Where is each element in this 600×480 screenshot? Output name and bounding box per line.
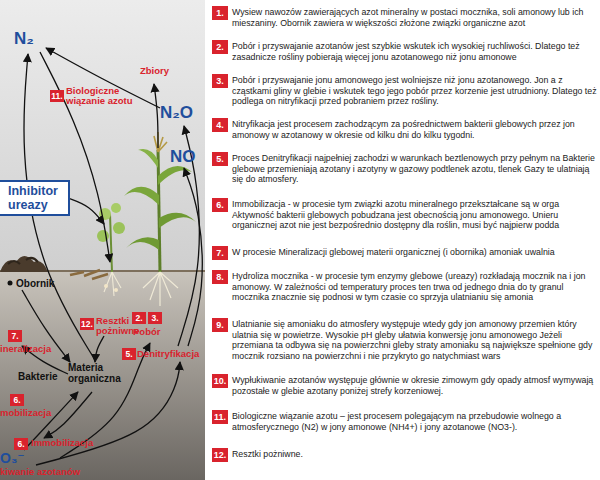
plant-stem xyxy=(158,150,160,272)
list-text: Ulatnianie się amoniaku do atmosfery wys… xyxy=(232,319,598,361)
list-number: 11. xyxy=(212,410,228,424)
process-label: Immobilizacja xyxy=(31,438,93,448)
process-label: Pobór xyxy=(133,327,160,337)
callout-number: 6. xyxy=(14,438,28,450)
list-number: 1. xyxy=(212,6,228,20)
list-text: Nitryfikacja jest procesem zachodzącym z… xyxy=(232,119,598,140)
plant-stem xyxy=(110,214,112,272)
process-label: mobilizacja xyxy=(0,408,51,418)
list-number: 6. xyxy=(212,198,228,212)
process-arrow xyxy=(40,52,110,262)
plant-leaf xyxy=(124,187,159,205)
box-text: Inhibitor ureazy xyxy=(8,184,64,212)
list-number: 8. xyxy=(212,270,228,284)
plant-roots xyxy=(143,272,178,306)
process-label: Zbiory xyxy=(140,66,169,76)
process-label: Denitryfikacja xyxy=(137,349,199,359)
process-arrow xyxy=(95,336,104,362)
process-arrow xyxy=(184,168,202,346)
process-arrow xyxy=(154,84,158,148)
list-text: Proces Denitryfikacji najpełniej zachodz… xyxy=(232,153,598,185)
list-number: 9. xyxy=(212,318,228,332)
list-text: Pobór i przyswajanie azotanów jest szybk… xyxy=(232,41,598,62)
list-text: Immobilizacja - w procesie tym związki a… xyxy=(232,199,598,231)
list-text: Pobór i przyswajanie jonu amonowego jest… xyxy=(232,75,598,107)
gas-formula: N₂O xyxy=(160,104,193,122)
text-panel xyxy=(205,0,600,480)
list-number: 2. xyxy=(212,40,228,54)
list-number: 3. xyxy=(212,74,228,88)
list-text: Biologiczne wiązanie azotu – jest proces… xyxy=(232,411,598,432)
list-number: 7. xyxy=(212,246,228,260)
soil xyxy=(0,270,205,480)
process-arrow xyxy=(68,198,104,224)
soil-label: Materia organiczna xyxy=(68,362,132,384)
process-arrow xyxy=(36,362,180,465)
plant-leaf xyxy=(113,222,125,234)
gas-formula: NO xyxy=(170,148,196,166)
soil-label: Bakterie xyxy=(18,371,57,382)
process-arrows xyxy=(22,48,202,465)
inhibitor-box: Inhibitor ureazy xyxy=(0,180,70,216)
list-number: 10. xyxy=(212,374,228,388)
plant-leaf xyxy=(126,237,159,250)
plant-leaf xyxy=(111,203,121,213)
process-label: kiwanie azotanów xyxy=(0,467,80,477)
root-nodule xyxy=(114,288,118,292)
sky xyxy=(0,0,205,272)
soil-label: Obornik xyxy=(16,278,54,289)
callout-number: 5. xyxy=(122,348,136,360)
root-nodule xyxy=(104,284,108,288)
callout-number: 7. xyxy=(8,330,22,342)
list-number: 5. xyxy=(212,152,228,166)
gas-formula: O₃⁻ xyxy=(0,451,25,466)
list-number: 12. xyxy=(212,448,228,462)
label-dot xyxy=(8,281,13,286)
list-text: Resztki pożniwne. xyxy=(232,449,598,460)
list-number: 4. xyxy=(212,118,228,132)
manure-texture xyxy=(8,258,38,264)
callout-number: 3. xyxy=(148,312,162,324)
callout-number: 12. xyxy=(80,318,94,330)
list-text: Wypłukiwanie azotanów występuje głównie … xyxy=(232,375,598,396)
callout-number: 11. xyxy=(50,90,64,102)
manure-pile xyxy=(0,256,48,272)
list-text: W procesie Mineralizacji glebowej materi… xyxy=(232,247,598,258)
process-label: ineralizacja xyxy=(0,344,51,354)
callout-number: 2. xyxy=(132,312,146,324)
plant-leaf xyxy=(138,149,158,168)
callout-number: 6. xyxy=(10,394,24,406)
plant-tassel xyxy=(154,132,167,152)
crop-residue xyxy=(70,270,108,279)
process-arrow xyxy=(46,48,160,108)
process-label: Biologiczne wiązanie azotu xyxy=(66,86,144,106)
list-text: Wysiew nawozów zawierających azot minera… xyxy=(232,7,598,28)
gas-formula: N₂ xyxy=(14,30,34,48)
plant-leaf xyxy=(159,213,196,228)
list-text: Hydroliza mocznika - w procesie tym enzy… xyxy=(232,271,598,303)
